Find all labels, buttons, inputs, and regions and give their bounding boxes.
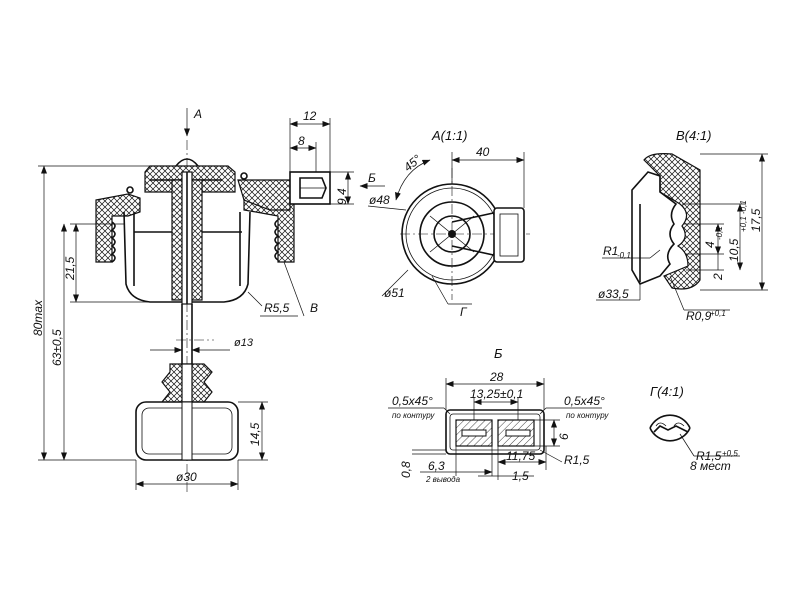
dim-40: 40 xyxy=(476,145,490,159)
section-b: Б 28 13,25±0,1 0,5x45° по контуру 0,5x45… xyxy=(388,346,609,484)
dim-chamfer-right: 0,5x45° xyxy=(564,394,605,408)
dim-chamfer-left: 0,5x45° xyxy=(392,394,433,408)
dim-13-25: 13,25±0,1 xyxy=(470,387,523,401)
dim-r1-tol: -0,1 xyxy=(617,251,631,260)
dim-phi51: ø51 xyxy=(384,286,405,300)
dim-r5-5: R5,5 xyxy=(264,301,290,315)
dim-6-3: 6,3 xyxy=(428,459,445,473)
dim-6: 6 xyxy=(557,433,571,440)
label-g: Г xyxy=(460,305,468,319)
dim-80max: 80max xyxy=(31,299,45,336)
dim-r1: R1 xyxy=(603,244,618,258)
view-a: А(1:1) 40 45° ø48 ø51 Г xyxy=(367,128,530,319)
dim-21-5: 21,5 xyxy=(63,256,77,281)
dim-10-5-tol: +0,1 -0,1 xyxy=(739,200,748,232)
phi13-dim: ø13 xyxy=(234,337,254,349)
dim-r1-5-g: R1,5 xyxy=(696,449,722,463)
dim-12: 12 xyxy=(303,109,317,123)
dim-r1-5-g-note: 8 мест xyxy=(690,459,731,473)
dim-chamfer-left-note: по контуру xyxy=(392,411,435,420)
dim-17-5: 17,5 xyxy=(749,208,763,232)
dim-phi30: ø30 xyxy=(176,470,197,484)
dim-r1-5: R1,5 xyxy=(564,453,590,467)
dim-8: 8 xyxy=(298,134,305,148)
dim-14-5: 14,5 xyxy=(248,422,262,446)
dim-1-5: 1,5 xyxy=(512,469,529,483)
view-g-title: Г(4:1) xyxy=(650,384,684,399)
dim-63: 63±0,5 xyxy=(50,329,64,366)
section-b-title: Б xyxy=(494,346,503,361)
dim-9-4: 9,4 xyxy=(335,188,349,205)
dim-4-tol: -0,1 xyxy=(715,226,724,240)
view-b-detail: В(4:1) 17,5 10,5 +0,1 -0,1 4 -0,1 2 R1 -… xyxy=(596,128,768,323)
view-b-title: В(4:1) xyxy=(676,128,711,143)
dim-chamfer-right-note: по контуру xyxy=(566,411,609,420)
main-section-view: А ø13 xyxy=(31,107,385,495)
dim-11-75: 11,75 xyxy=(506,449,535,463)
dim-phi48: ø48 xyxy=(369,193,390,207)
dim-phi33-5: ø33,5 xyxy=(598,287,629,301)
dim-4: 4 xyxy=(703,241,717,248)
arrow-b-label: Б xyxy=(368,171,376,185)
dim-28: 28 xyxy=(489,370,504,384)
arrow-a-label: А xyxy=(193,107,202,121)
dim-0-8: 0,8 xyxy=(399,461,413,478)
view-a-title: А(1:1) xyxy=(431,128,467,143)
dim-angle-45: 45° xyxy=(401,152,424,175)
dim-r0-9: R0,9 xyxy=(686,309,712,323)
label-v: В xyxy=(310,301,318,315)
dim-6-3-note: 2 вывода xyxy=(425,475,461,484)
dim-2: 2 xyxy=(711,273,725,281)
dim-r1-5-g-tol: +0,5 xyxy=(722,449,738,458)
dim-r0-9-tol: +0,1 xyxy=(710,309,726,318)
view-g-detail: Г(4:1) R1,5 +0,5 8 мест xyxy=(649,384,740,473)
dim-10-5: 10,5 xyxy=(727,238,741,262)
